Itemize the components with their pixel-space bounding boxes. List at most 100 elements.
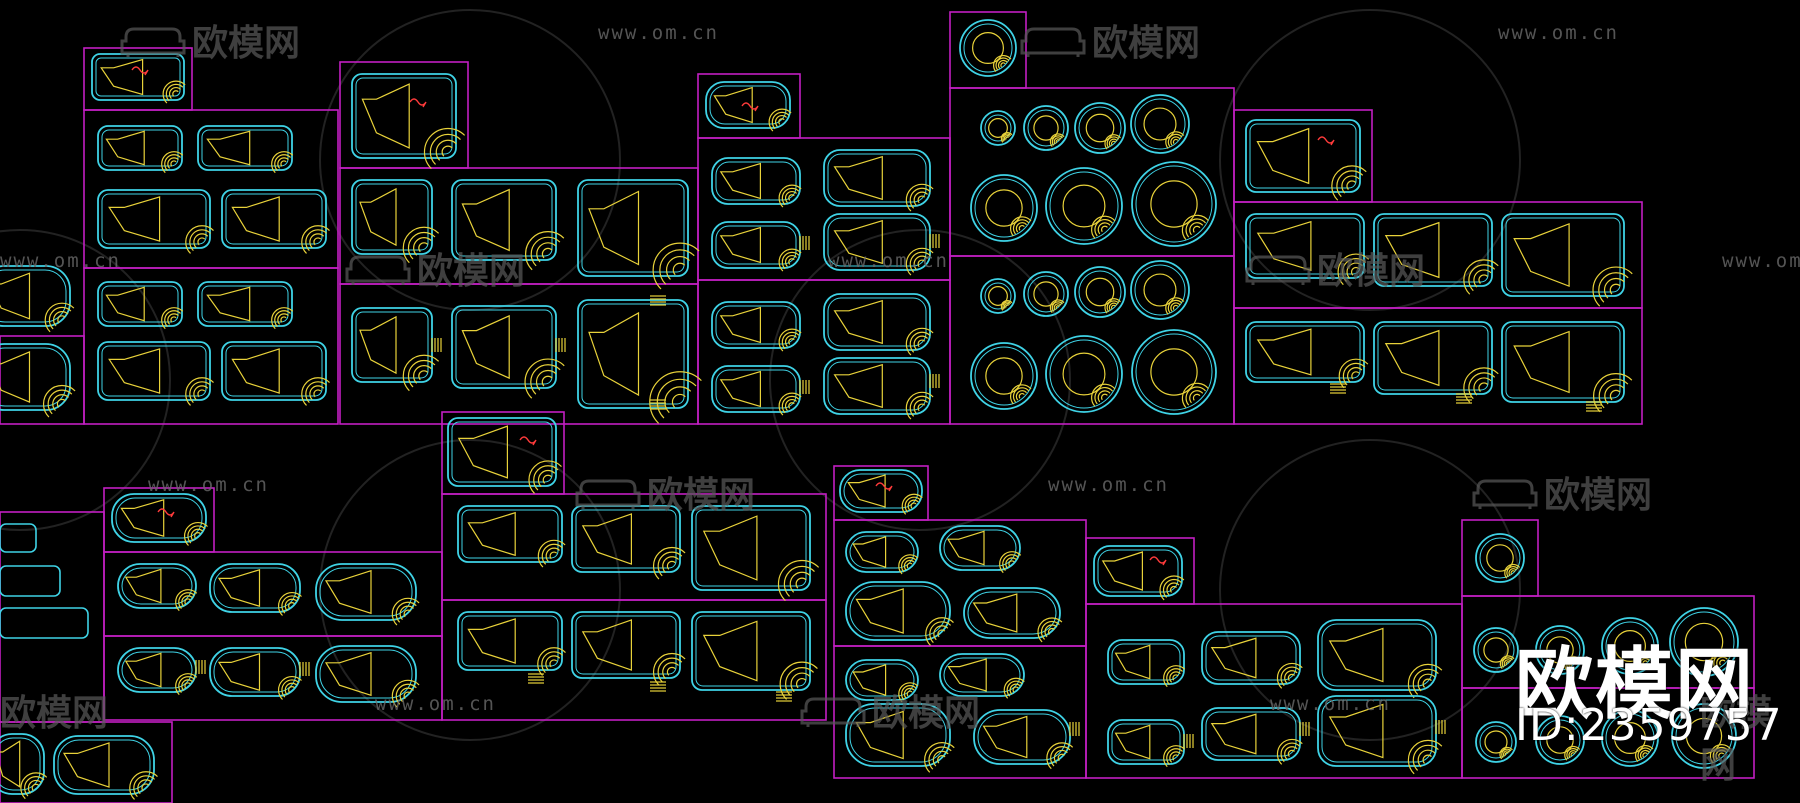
step-arc (528, 460, 562, 494)
pool-steps (905, 247, 934, 276)
round-pool-inner (1078, 270, 1122, 314)
watermark-circle (769, 229, 1071, 531)
pool-steps (778, 392, 802, 416)
pool-ladder (929, 374, 940, 388)
pool-steps (278, 676, 302, 700)
step-arc (129, 771, 158, 800)
step-arc (549, 659, 558, 668)
pool-outline (315, 563, 417, 621)
step-arc (170, 316, 177, 323)
pool-outline (0, 343, 71, 411)
round-pool-outline (1475, 533, 1525, 583)
step-arc (1166, 748, 1183, 765)
pool-depth-lines (105, 286, 145, 322)
pool-steps (20, 772, 48, 800)
step-arc (24, 776, 45, 797)
pool-depth-lines (231, 348, 280, 394)
step-arc (1331, 165, 1367, 201)
pool-outline (691, 611, 811, 691)
watermark-url: www.om.cn (598, 22, 719, 44)
pool-depth-lines (1256, 328, 1312, 376)
step-arc (905, 183, 934, 212)
pool-depth-lines (206, 130, 251, 166)
pool-outline (1093, 545, 1183, 597)
step-arc (1716, 656, 1728, 668)
step-arc (1040, 620, 1060, 640)
pool-steps (768, 108, 792, 132)
step-arc (898, 682, 919, 703)
step-arc (1350, 266, 1360, 276)
sofa-icon (1245, 255, 1311, 285)
step-arc (1407, 663, 1443, 699)
step-arc (524, 358, 565, 399)
step-arc (788, 194, 795, 201)
step-arc (913, 335, 928, 350)
round-pool-inner (984, 114, 1012, 142)
pool-ladder (1183, 734, 1194, 748)
step-arc (1468, 264, 1496, 292)
step-arc (1091, 215, 1116, 239)
step-arc (190, 528, 204, 542)
step-arc (301, 377, 330, 406)
step-arc (1163, 665, 1186, 688)
pool-steps (1592, 266, 1633, 307)
step-arc (27, 779, 42, 794)
pool-steps (175, 589, 198, 612)
pool-inner-outline (715, 369, 797, 409)
step-arc (1499, 655, 1515, 669)
pool-depth-lines (847, 474, 886, 508)
step-arc (1593, 373, 1633, 413)
watermark-circle (0, 229, 171, 531)
pool-steps (271, 151, 294, 174)
pool-depth-lines (833, 363, 883, 409)
pool-inner-outline (461, 509, 559, 559)
round-pool-depth (1150, 348, 1198, 396)
step-arc (1110, 140, 1116, 146)
round-pool-outline (1601, 709, 1659, 767)
step-arc (788, 338, 795, 345)
step-arc (525, 231, 565, 271)
drawing-frame (1461, 519, 1539, 597)
pool-outline (1373, 213, 1493, 287)
pool-depth-lines (588, 311, 640, 397)
pool-steps (1091, 383, 1116, 407)
pool-inner-outline (1321, 699, 1433, 763)
step-arc (1510, 570, 1516, 575)
step-arc (1505, 661, 1511, 666)
step-arc (1412, 744, 1439, 771)
annotation-mark (875, 482, 893, 492)
step-arc (48, 306, 72, 330)
step-arc (898, 554, 919, 575)
round-pool-outline (1473, 627, 1519, 673)
step-arc (1417, 673, 1436, 692)
step-arc (1046, 742, 1074, 770)
step-arc (909, 251, 931, 273)
pool-steps (525, 231, 565, 271)
step-arc (1163, 745, 1186, 768)
sofa-icon (1472, 479, 1538, 509)
pool-outline (117, 563, 197, 609)
step-arc (402, 226, 440, 264)
pool-steps (1337, 253, 1370, 286)
pool-steps (44, 302, 75, 333)
round-pool-depth (988, 118, 1008, 138)
pool-steps (1181, 382, 1209, 408)
step-arc (1566, 657, 1579, 670)
step-arc (775, 115, 787, 127)
pool-outline (845, 703, 951, 767)
pool-inner-outline (1377, 325, 1489, 391)
step-arc (1501, 657, 1513, 668)
pool-ladder (650, 681, 666, 692)
round-pool-outline (1535, 625, 1585, 675)
step-arc (993, 54, 1012, 73)
pool-ladder (195, 660, 206, 674)
pool-steps (778, 184, 802, 208)
sofa-icon (800, 697, 866, 727)
pool-steps (1046, 742, 1074, 770)
annotation-mark (1317, 136, 1335, 146)
annotation-mark (1149, 556, 1167, 566)
step-arc (165, 83, 184, 102)
step-arc (785, 335, 797, 347)
step-arc (778, 118, 785, 125)
step-arc (932, 750, 949, 767)
